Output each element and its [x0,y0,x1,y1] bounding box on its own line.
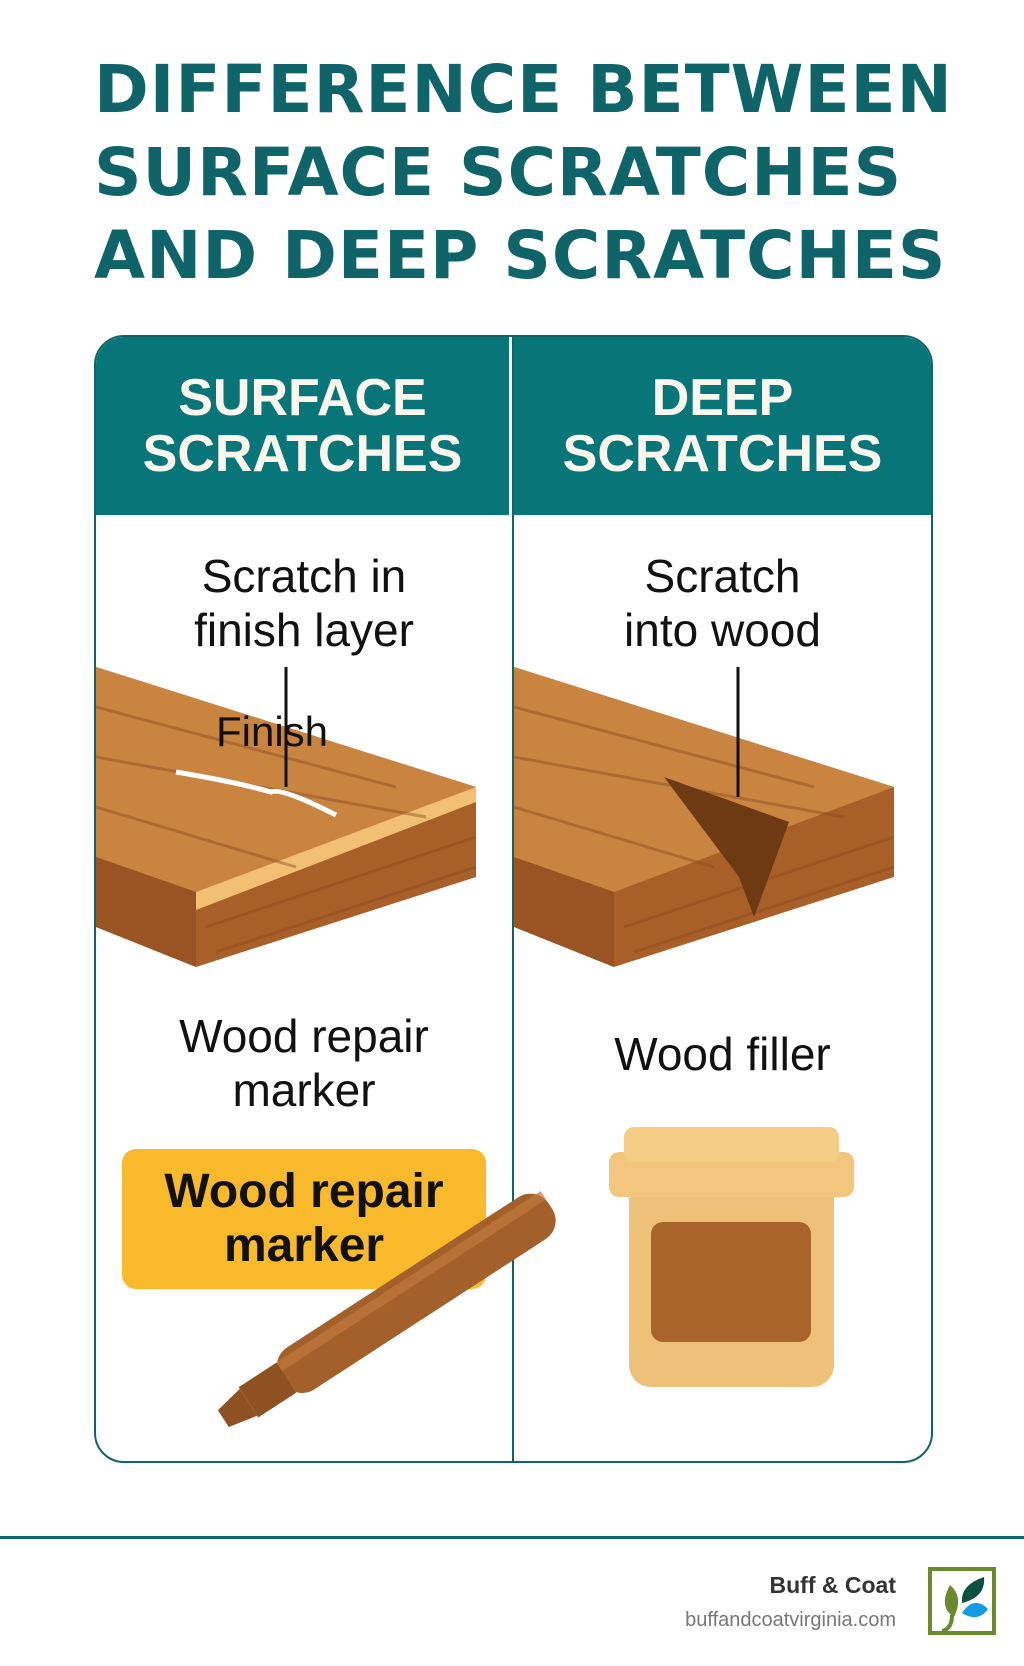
brand-name: Buff & Coat [769,1572,896,1598]
deep-column: DEEP SCRATCHES Scratch into wood Wood fi… [514,337,931,1461]
surface-column: SURFACE SCRATCHES Scratch in finish laye… [96,337,514,1461]
caption-line: finish layer [194,604,414,656]
caption-line: Scratch in [201,550,407,602]
filler-caption: Wood filler [614,1028,831,1080]
caption-line: Scratch [644,550,801,602]
caption-line: into wood [624,604,821,656]
caption-line: marker [232,1064,376,1116]
header-line: SCRATCHES [562,425,883,483]
brand-block: Buff & Coat buffandcoatvirginia.com [685,1572,896,1632]
brand-url[interactable]: buffandcoatvirginia.com [685,1609,896,1631]
title-line: AND DEEP SCRATCHES [94,217,947,294]
page-title: DIFFERENCE BETWEEN SURFACE SCRATCHES AND… [94,48,953,297]
title-line: SURFACE SCRATCHES [94,134,903,211]
comparison-table: SURFACE SCRATCHES Scratch in finish laye… [94,335,933,1463]
buff-and-coat-logo-icon [928,1567,996,1635]
header-line: SCRATCHES [142,425,463,483]
pill-line: marker [223,1219,385,1272]
title-line: DIFFERENCE BETWEEN [94,51,953,128]
wood-repair-marker-icon [217,1191,556,1427]
surface-scratch-board-illustration [96,667,477,967]
surface-header: SURFACE SCRATCHES [96,337,512,515]
header-line: DEEP [651,369,794,427]
deep-header: DEEP SCRATCHES [514,337,931,515]
surface-caption: Scratch in finish layer [96,549,512,657]
footer-divider [0,1536,1024,1539]
deep-scratch-board-illustration [514,667,895,967]
pill-line: Wood repair [164,1165,444,1218]
wood-filler-jar-icon [609,1127,854,1387]
finish-label: Finish [216,708,329,755]
caption-line: Wood repair [179,1010,429,1062]
header-line: SURFACE [178,369,427,427]
deep-caption: Scratch into wood [514,549,931,657]
marker-caption: Wood repair marker [96,1009,512,1117]
